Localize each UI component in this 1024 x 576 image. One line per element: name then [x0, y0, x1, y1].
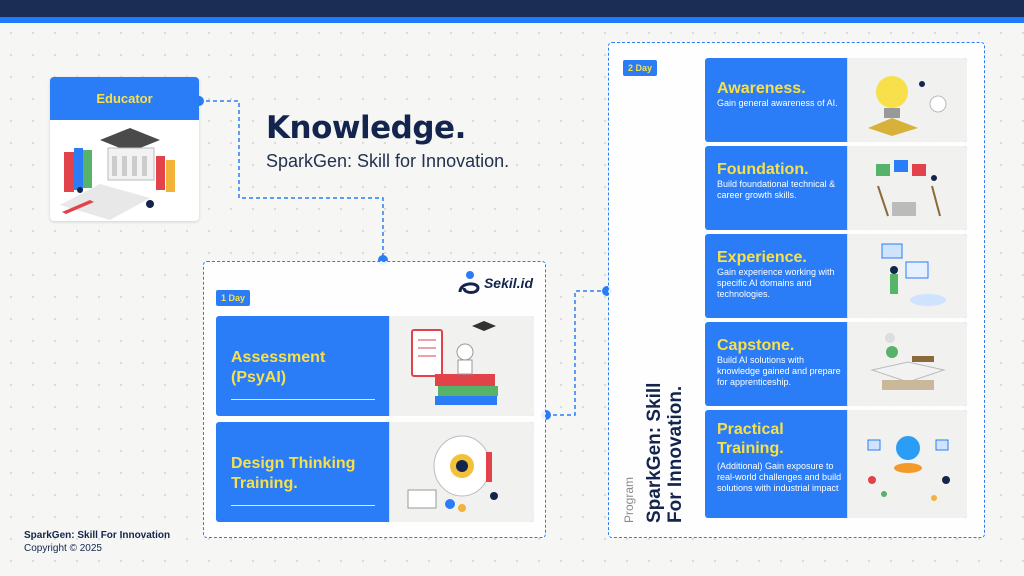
foundation-illustration	[847, 146, 967, 230]
practical-training-illustration	[847, 410, 967, 518]
educator-card: Educator	[50, 77, 199, 221]
top-accent-bar	[0, 17, 1024, 23]
copyright: Copyright © 2025	[24, 543, 102, 554]
step-title: Foundation.	[717, 161, 809, 178]
sekil-logo-icon	[458, 271, 480, 294]
educator-label: Educator	[50, 77, 199, 120]
step-description: Build AI solutions with knowledge gained…	[717, 355, 841, 387]
capstone-illustration	[847, 322, 967, 406]
school-building-illustration	[50, 120, 199, 221]
step-title: Awareness.	[717, 80, 806, 97]
brand-name: Sekil.id	[483, 275, 533, 291]
sekil-brand-logo: Sekil.id	[456, 270, 533, 296]
step-description: Gain experience working with specific AI…	[717, 267, 835, 299]
two-day-tag: 2 Day	[623, 60, 658, 76]
lightbulb-illustration	[847, 58, 967, 142]
step-experience: Experience. Gain experience working with…	[705, 234, 967, 318]
step-title: Practical Training.	[717, 421, 784, 457]
two-day-program-box: 2 Day Program SparkGen: Skill For Innova…	[608, 42, 985, 538]
module-label: Design Thinking Training.	[231, 455, 356, 492]
divider	[231, 398, 375, 400]
step-awareness: Awareness. Gain general awareness of AI.	[705, 58, 967, 142]
top-bar	[0, 0, 1024, 17]
step-capstone: Capstone. Build AI solutions with knowle…	[705, 322, 967, 406]
one-day-program-box: 1 Day Sekil.id Assessment (PsyAI)	[203, 261, 546, 538]
step-description: (Additional) Gain exposure to real-world…	[717, 461, 842, 493]
step-title: Experience.	[717, 249, 807, 266]
program-name-line1: SparkGen: Skill	[644, 382, 665, 523]
footer-title: SparkGen: Skill For Innovation	[24, 530, 171, 541]
assessment-illustration	[389, 316, 534, 416]
divider	[231, 504, 375, 506]
module-design-thinking: Design Thinking Training.	[216, 422, 534, 522]
step-description: Gain general awareness of AI.	[717, 98, 838, 108]
footer: SparkGen: Skill For Innovation Copyright…	[24, 529, 170, 555]
module-label: Assessment (PsyAI)	[231, 349, 326, 386]
design-thinking-illustration	[389, 422, 534, 522]
step-title: Capstone.	[717, 337, 795, 354]
one-day-tag: 1 Day	[216, 290, 251, 306]
program-vertical-title: Program SparkGen: Skill For Innovation.	[619, 323, 699, 523]
program-name-line2: For Innovation.	[665, 385, 686, 523]
experience-illustration	[847, 234, 967, 318]
page-title: Knowledge.	[266, 110, 466, 146]
program-name: SparkGen: Skill For Innovation.	[644, 383, 686, 523]
step-foundation: Foundation. Build foundational technical…	[705, 146, 967, 230]
program-label: Program	[622, 476, 636, 523]
step-practical-training: Practical Training. (Additional) Gain ex…	[705, 410, 967, 518]
page-subtitle: SparkGen: Skill for Innovation.	[266, 151, 510, 171]
module-assessment: Assessment (PsyAI)	[216, 316, 534, 416]
step-description: Build foundational technical & career gr…	[717, 179, 836, 200]
